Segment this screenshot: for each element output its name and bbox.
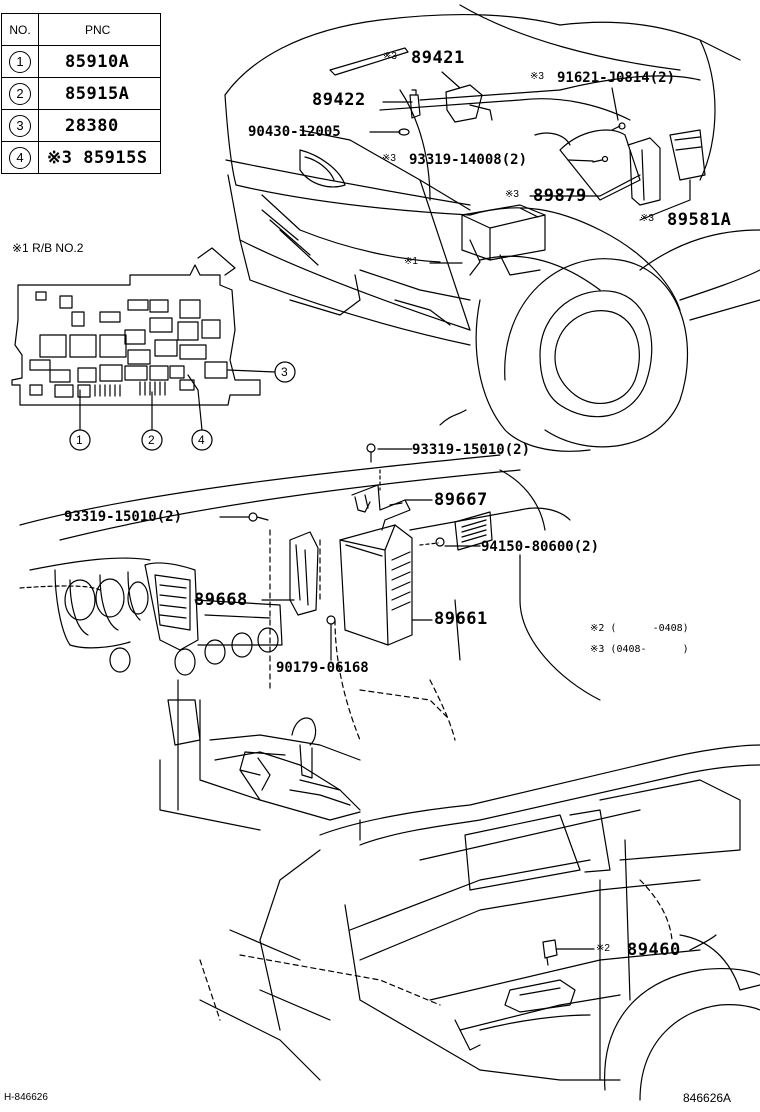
relay-callout-2: 2 (148, 433, 155, 447)
legend-row-number: 3 (9, 114, 31, 137)
rear-leader-lines (555, 934, 717, 951)
part-90430: 90430-12005 (248, 124, 341, 140)
note-2-range: ※2 ( -0408) (590, 623, 689, 634)
rear-vehicle-illustration (199, 744, 760, 1101)
part-89581A: 89581A (667, 210, 732, 230)
legend-row-number: 1 (9, 50, 31, 73)
part-89422: 89422 (312, 90, 366, 110)
part-93319-15010-upper: 93319-15010(2) (412, 442, 531, 458)
footer-right-code: 846626A (683, 1091, 732, 1105)
relay-callout-4: 4 (198, 433, 205, 447)
relay-callout-1: 1 (76, 433, 83, 447)
note-93319-14008: ※3 (382, 153, 396, 164)
legend-row-pnc: ※3 85915S (38, 141, 161, 174)
engine-leader-lines (369, 71, 691, 264)
note-89879: ※3 (505, 189, 519, 200)
part-89668: 89668 (194, 590, 248, 610)
part-94150: 94150-80600(2) (481, 539, 600, 555)
part-93319-14008: 93319-14008(2) (409, 152, 528, 168)
legend-row: 1 85910A (1, 45, 161, 78)
part-89667: 89667 (434, 490, 488, 510)
legend-header-pnc: PNC (38, 13, 161, 46)
legend-row: 4 ※3 85915S (1, 141, 161, 174)
dashboard-illustration (19, 409, 601, 841)
footer-left-code: H-846626 (4, 1092, 48, 1103)
legend-row-pnc: 28380 (38, 109, 161, 142)
note-91621: ※3 (530, 71, 544, 82)
note-3-range: ※3 (0408- ) (590, 644, 689, 655)
legend-row-number: 2 (9, 82, 31, 105)
part-89879: 89879 (533, 186, 587, 206)
legend-row-number: 4 (9, 146, 31, 169)
legend-header-row: NO. PNC (1, 13, 161, 46)
relay-block-title: ※1 R/B NO.2 (12, 241, 84, 255)
part-90179: 90179-06168 (276, 660, 369, 676)
legend-row-pnc: 85910A (38, 45, 161, 78)
part-91621: 91621-J0814(2) (557, 70, 676, 86)
engine-bay-illustration (224, 4, 760, 452)
relay-callout-3: 3 (281, 365, 288, 379)
parts-legend-table: NO. PNC 1 85910A 2 85915A 3 28380 4 ※3 8… (1, 13, 161, 174)
note-89421: ※3 (383, 51, 397, 62)
note-89581A: ※3 (640, 213, 654, 224)
ecu-and-brackets (248, 443, 445, 646)
note-89460: ※2 (596, 943, 610, 954)
note-star1: ※1 (404, 256, 418, 267)
part-89460: 89460 (627, 940, 681, 960)
relay-block-drawing (11, 247, 296, 451)
legend-row-pnc: 85915A (38, 77, 161, 110)
legend-row: 2 85915A (1, 77, 161, 110)
part-93319-15010-left: 93319-15010(2) (64, 509, 183, 525)
legend-row: 3 28380 (1, 109, 161, 142)
part-89661: 89661 (434, 609, 488, 629)
part-89421: 89421 (411, 48, 465, 68)
legend-header-no: NO. (1, 13, 39, 46)
dash-leader-lines (219, 448, 481, 661)
